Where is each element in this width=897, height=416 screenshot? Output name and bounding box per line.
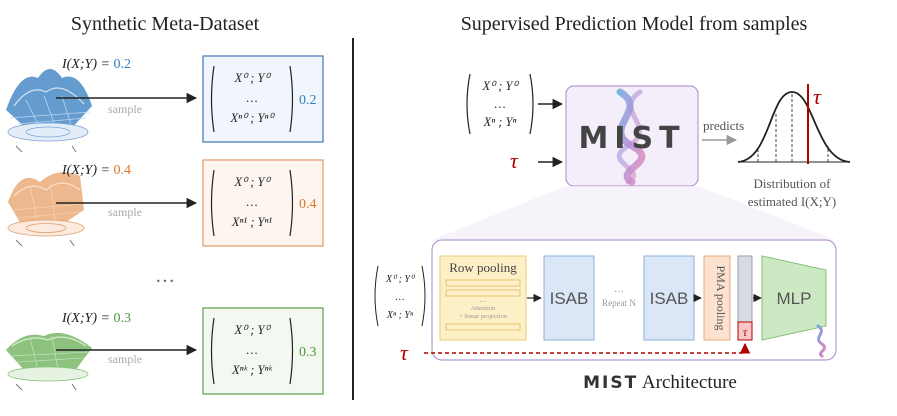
row-pooling-dots: …: [479, 295, 487, 304]
distribution-plot: [737, 84, 851, 164]
arch-input-matrix: X⁰ ; Y⁰ … Xⁿ ; Yⁿ: [374, 265, 426, 327]
arch-input-dots: …: [396, 292, 405, 303]
mlp-label: MLP: [777, 289, 812, 308]
tau-cell-label: τ: [743, 325, 748, 339]
pma-block: [703, 255, 731, 341]
dataset-3-sample-label: sample: [108, 352, 142, 366]
arch-input-row0: X⁰ ; Y⁰: [385, 274, 416, 285]
dataset-1-box: [202, 55, 324, 143]
dataset-1-mi: I(X;Y) = 0.2: [61, 57, 131, 72]
dataset-3-row0: X⁰ ; Y⁰: [233, 323, 271, 337]
surface-plot-green: [6, 332, 92, 391]
dataset-3-output: 0.3: [299, 345, 317, 360]
dataset-2-mi-value: 0.4: [113, 163, 131, 178]
dataset-2-row0: X⁰ ; Y⁰: [233, 175, 271, 189]
row-pooling-note-1: Attention: [471, 305, 496, 312]
mist-helix-icon: [616, 88, 646, 186]
datasets-ellipsis: …: [155, 265, 175, 287]
tau-input: τ: [510, 148, 519, 173]
repeat-label: Repeat N: [602, 298, 636, 308]
distribution-caption-1: Distribution of: [754, 176, 832, 191]
zoom-cone: [432, 186, 836, 240]
repeat-dots: …: [614, 284, 624, 295]
surface-plot-blue: [6, 69, 92, 153]
predicts-label: predicts: [703, 118, 744, 133]
dataset-3: I(X;Y) = 0.3 sample X⁰ ; Y⁰ … Xⁿᵏ ; Yⁿᵏ …: [6, 307, 324, 395]
row-pooling-label: Row pooling: [449, 260, 517, 275]
dataset-2-mi-label: I(X;Y) =: [61, 163, 113, 178]
input-rown: Xⁿ ; Yⁿ: [483, 115, 517, 129]
architecture-caption-rest: Architecture: [638, 372, 737, 393]
dataset-2: I(X;Y) = 0.4 sample X⁰ ; Y⁰ … Xⁿ¹ ; Yⁿ¹ …: [7, 159, 324, 247]
tau-quantile-label: τ: [813, 84, 822, 109]
dataset-2-output: 0.4: [299, 197, 317, 212]
dataset-3-mi-label: I(X;Y) =: [61, 311, 113, 326]
architecture-caption-logo: MIST: [583, 373, 638, 393]
mlp-block: [761, 255, 827, 341]
left-title: Synthetic Meta-Dataset: [71, 13, 260, 35]
isab-block-2: [643, 255, 695, 341]
row-pooling-block: [439, 255, 527, 341]
dataset-1-sample-label: sample: [108, 102, 142, 116]
dataset-1-mi-label: I(X;Y) =: [61, 57, 113, 72]
isab-block-1: [543, 255, 595, 341]
mist-small-helix-icon: [816, 324, 826, 358]
dataset-1-dots: …: [246, 91, 257, 105]
dataset-2-box: [202, 159, 324, 247]
architecture-caption: MIST Architecture: [583, 372, 737, 393]
dataset-3-box: [202, 307, 324, 395]
dataset-3-mi-value: 0.3: [113, 311, 131, 326]
surface-plot-orange: [7, 172, 85, 247]
dataset-2-mi: I(X;Y) = 0.4: [61, 163, 131, 178]
dataset-3-mi: I(X;Y) = 0.3: [61, 311, 131, 326]
isab-label-1: ISAB: [550, 289, 589, 308]
dataset-2-dots: …: [246, 195, 257, 209]
dataset-1-rown: Xⁿ⁰ ; Yⁿ⁰: [230, 111, 276, 125]
mist-logo: MIST: [578, 121, 685, 156]
tau-arch-input: τ: [400, 340, 409, 365]
dataset-1: I(X;Y) = 0.2 sample X⁰ ; Y⁰ … Xⁿ⁰ ; Yⁿ⁰ …: [6, 55, 324, 153]
pma-label: PMA pooling: [714, 265, 728, 330]
isab-label-2: ISAB: [650, 289, 689, 308]
dataset-2-sample-label: sample: [108, 205, 142, 219]
dataset-2-rown: Xⁿ¹ ; Yⁿ¹: [231, 215, 273, 229]
dataset-3-rown: Xⁿᵏ ; Yⁿᵏ: [231, 363, 272, 377]
tau-cell: [737, 321, 753, 341]
dataset-1-output: 0.2: [299, 93, 317, 108]
dataset-1-mi-value: 0.2: [113, 57, 131, 72]
tau-dashed-path: [424, 342, 751, 354]
input-row0: X⁰ ; Y⁰: [481, 79, 519, 93]
row-pooling-note-2: + linear projection: [459, 313, 508, 320]
dataset-3-dots: …: [246, 343, 257, 357]
dataset-1-row0: X⁰ ; Y⁰: [233, 71, 271, 85]
input-dots: …: [494, 97, 505, 111]
input-matrix: X⁰ ; Y⁰ … Xⁿ ; Yⁿ: [466, 73, 534, 135]
arch-input-rown: Xⁿ ; Yⁿ: [386, 310, 414, 321]
right-title: Supervised Prediction Model from samples: [461, 13, 808, 35]
architecture-panel: [431, 239, 837, 361]
distribution-caption-2: estimated I(X;Y): [748, 194, 836, 209]
